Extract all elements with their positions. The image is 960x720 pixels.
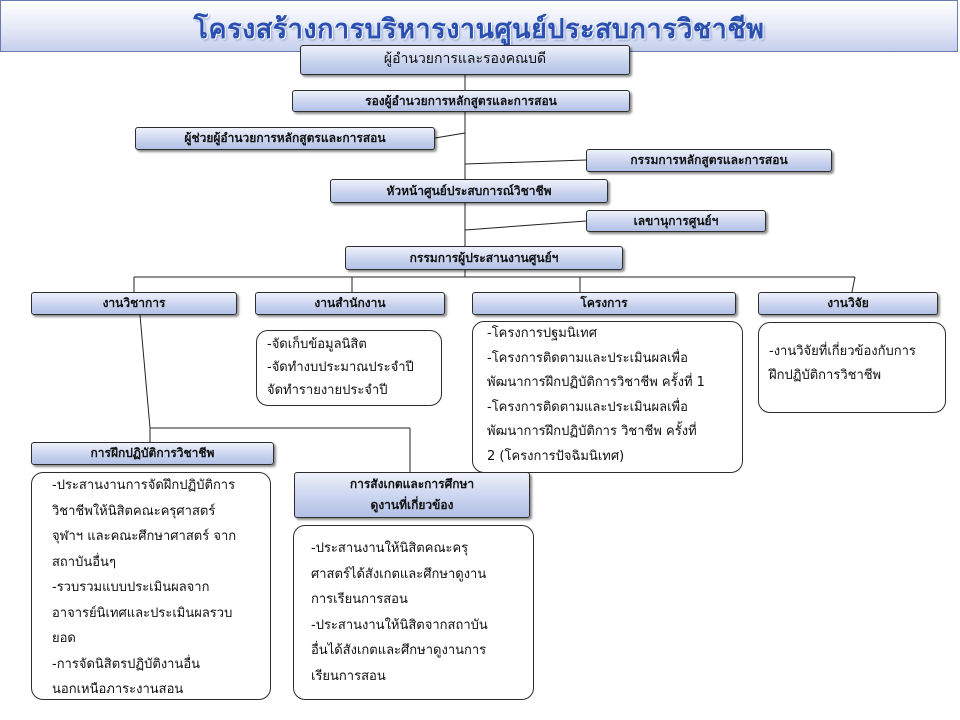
list-item: -จัดเก็บข้อมูลนิสิต: [267, 337, 367, 352]
observation-box: การสังเกตและการศึกษา ดูงานที่เกี่ยวข้อง: [294, 472, 530, 518]
list-item: อื่นได้สังเกตและศึกษาดูงานการ: [311, 643, 487, 658]
title-banner: โครงสร้างการบริหารงานศูนย์ประสบการวิชาชี…: [0, 0, 958, 52]
observation-duties-list: -ประสานงานให้นิสิตคณะครุ ศาสตร์ได้สังเกต…: [293, 525, 534, 700]
academic-box: งานวิชาการ: [31, 292, 237, 315]
research-drop: [851, 276, 856, 293]
list-item: -ประสานงานให้นิสิตคณะครุ: [311, 541, 469, 556]
list-item: การเรียนการสอน: [311, 592, 408, 607]
office-duties-list: -จัดเก็บข้อมูลนิสิต -จัดทำงบประมาณประจำป…: [256, 330, 442, 406]
secretary-box: เลขานุการศูนย์ฯ: [586, 210, 766, 232]
assistant-connector: [434, 132, 466, 139]
coordinators-box: กรรมการผู้ประสานงานศูนย์ฯ: [345, 246, 623, 270]
projects-box: โครงการ: [472, 292, 736, 315]
list-item: วิชาชีพให้นิสิตคณะครุศาสตร์: [52, 503, 216, 519]
list-item: 2 (โครงการปัจฉิมนิเทศ): [487, 448, 625, 464]
list-item: -โครงการติดตามและประเมินผลเพื่อ: [487, 399, 688, 415]
list-item: -ประสานงานการจัดฝึกปฏิบัติการ: [52, 478, 236, 493]
list-item: พัฒนาการฝึกปฏิบัติการ วิชาชีพ ครั้งที่: [487, 424, 697, 439]
list-item: อาจารย์นิเทศและประเมินผลรวบ: [52, 605, 233, 621]
office-box: งานสำนักงาน: [255, 292, 445, 315]
page-title: โครงสร้างการบริหารงานศูนย์ประสบการวิชาชี…: [193, 14, 765, 45]
practicum-duties-list: -ประสานงานการจัดฝึกปฏิบัติการ วิชาชีพให้…: [31, 472, 271, 700]
practicum-box: การฝึกปฏิบัติการวิชาชีพ: [31, 442, 274, 465]
projects-list: -โครงการปฐมนิเทศ -โครงการติดตามและประเมิ…: [472, 321, 743, 473]
list-item: จุฬาฯ และคณะศึกษาศาสตร์ จาก: [52, 529, 237, 544]
center-head-box: หัวหน้าศูนย์ประสบการณ์วิชาชีพ: [330, 179, 608, 203]
list-item: ฝึกปฏิบัติการวิชาชีพ: [769, 368, 882, 383]
director-box: ผู้อำนวยการและรองคณบดี: [300, 45, 630, 75]
list-item: -ประสานงานให้นิสิตจากสถาบัน: [311, 617, 488, 633]
secretary-connector: [464, 220, 587, 231]
list-item: ยอด: [52, 631, 76, 646]
list-item: -งานวิจัยที่เกี่ยวข้องกับการ: [769, 344, 916, 359]
list-item: เรียนการสอน: [311, 668, 386, 684]
committee-connector: [464, 159, 587, 165]
list-item: -รวบรวมแบบประเมินผลจาก: [52, 580, 210, 595]
list-item: พัฒนาการฝึกปฏิบัติการวิชาชีพ ครั้งที่ 1: [487, 375, 705, 390]
academic-down-line: [139, 314, 151, 429]
observation-title-line1: การสังเกตและการศึกษา: [349, 477, 475, 491]
list-item: -จัดทำงบประมาณประจำปี: [267, 360, 414, 375]
observation-title-line2: ดูงานที่เกี่ยวข้อง: [370, 498, 454, 512]
list-item: -การจัดนิสิตรปฏิบัติงานอื่น: [52, 656, 201, 672]
deputy-director-box: รองผู้อำนวยการหลักสูตรและการสอน: [292, 90, 630, 112]
list-item: สถาบันอื่นๆ: [52, 554, 116, 570]
list-item: จัดทำรายงายประจำปี: [267, 383, 388, 398]
curriculum-committee-box: กรรมการหลักสูตรและการสอน: [586, 149, 832, 172]
research-list: -งานวิจัยที่เกี่ยวข้องกับการ ฝึกปฏิบัติก…: [758, 322, 946, 413]
assistant-director-box: ผู้ช่วยผู้อำนวยการหลักสูตรและการสอน: [135, 127, 435, 150]
list-item: นอกเหนือภาระงานสอน: [52, 682, 184, 697]
list-item: -โครงการติดตามและประเมินผลเพื่อ: [487, 350, 688, 366]
list-item: ศาสตร์ได้สังเกตและศึกษาดูงาน: [311, 566, 487, 582]
list-item: -โครงการปฐมนิเทศ: [487, 326, 597, 341]
research-box: งานวิจัย: [758, 292, 938, 315]
